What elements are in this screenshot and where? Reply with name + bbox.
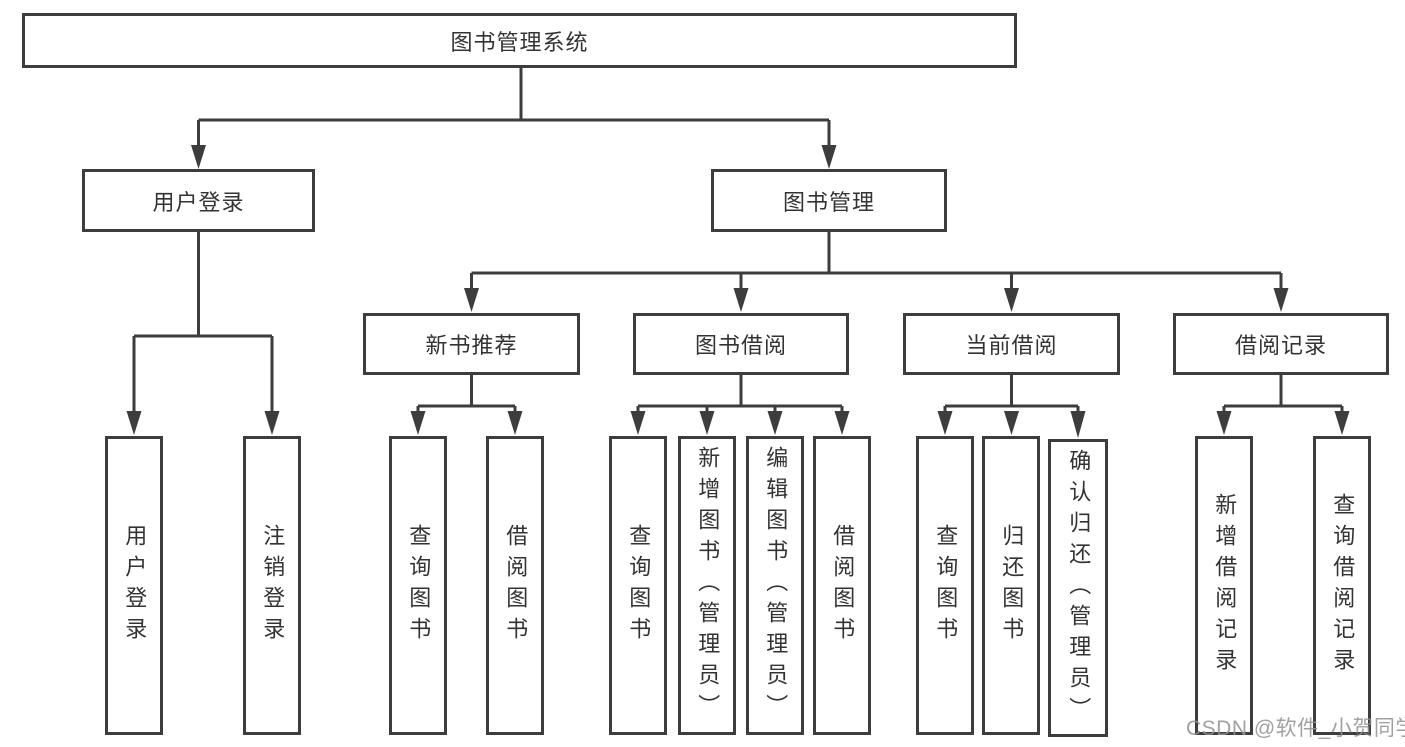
leaf-newbooks-borrow-books-label: 借阅图书 xyxy=(503,523,529,648)
node-current-borrowing: 当前借阅 xyxy=(903,313,1120,375)
leaf-logout-login-label: 注销登录 xyxy=(260,523,286,648)
node-current-borrowing-label: 当前借阅 xyxy=(965,333,1058,358)
node-library-system-label: 图书管理系统 xyxy=(450,29,589,55)
node-borrowing-records-label: 借阅记录 xyxy=(1234,333,1327,358)
csdn-watermark: CSDN @软件_小贺同学 xyxy=(1186,717,1405,740)
leaf-current-query-books-label: 查询图书 xyxy=(933,523,959,648)
node-borrowing-records: 借阅记录 xyxy=(1173,313,1389,375)
leaf-logout-login: 注销登录 xyxy=(243,436,301,735)
leaf-borrowing-query-books: 查询图书 xyxy=(609,436,667,735)
node-book-management: 图书管理 xyxy=(711,169,947,232)
leaf-records-query-borrow-record: 查询借阅记录 xyxy=(1313,436,1371,735)
node-book-management-label: 图书管理 xyxy=(782,189,875,215)
edge-user-login-to-children xyxy=(126,232,280,435)
leaf-current-return-books: 归还图书 xyxy=(982,436,1040,735)
leaf-user-login-label: 用户登录 xyxy=(122,523,148,648)
leaf-current-query-books: 查询图书 xyxy=(916,436,974,735)
leaf-borrowing-edit-books-admin-label: 编辑图书（管理员） xyxy=(763,446,789,725)
leaf-newbooks-query-books-label: 查询图书 xyxy=(406,523,432,648)
leaf-records-query-borrow-record-label: 查询借阅记录 xyxy=(1330,492,1356,679)
node-new-book-recommend: 新书推荐 xyxy=(363,313,580,375)
leaf-records-add-borrow-record-label: 新增借阅记录 xyxy=(1212,492,1238,679)
edge-book-mgmt-to-level3 xyxy=(464,232,1289,312)
edge-book-borrow-to-children xyxy=(630,375,850,435)
leaf-current-confirm-return-admin-label: 确认归还（管理员） xyxy=(1066,448,1092,728)
leaf-user-login: 用户登录 xyxy=(105,436,163,735)
leaf-newbooks-borrow-books: 借阅图书 xyxy=(486,436,544,735)
leaf-records-add-borrow-record: 新增借阅记录 xyxy=(1195,436,1253,735)
node-new-book-recommend-label: 新书推荐 xyxy=(425,333,518,358)
edge-new-books-to-children xyxy=(410,375,523,435)
node-user-login-label: 用户登录 xyxy=(152,189,245,215)
node-user-login: 用户登录 xyxy=(82,169,315,232)
leaf-borrowing-add-books-admin: 新增图书（管理员） xyxy=(678,436,736,735)
node-book-borrowing-label: 图书借阅 xyxy=(694,333,787,358)
leaf-current-return-books-label: 归还图书 xyxy=(999,523,1025,648)
leaf-borrowing-query-books-label: 查询图书 xyxy=(626,523,652,648)
leaf-borrowing-edit-books-admin: 编辑图书（管理员） xyxy=(746,436,804,735)
edge-borrow-records-to-children xyxy=(1216,375,1350,435)
leaf-borrowing-borrow-books: 借阅图书 xyxy=(813,436,871,735)
node-library-system: 图书管理系统 xyxy=(22,13,1017,68)
node-book-borrowing: 图书借阅 xyxy=(633,313,849,375)
leaf-borrowing-add-books-admin-label: 新增图书（管理员） xyxy=(695,446,721,725)
edge-current-borrow-to-children xyxy=(937,375,1086,438)
leaf-current-confirm-return-admin: 确认归还（管理员） xyxy=(1048,439,1108,737)
edge-root-to-level2 xyxy=(191,68,837,169)
leaf-borrowing-borrow-books-label: 借阅图书 xyxy=(830,523,856,648)
leaf-newbooks-query-books: 查询图书 xyxy=(389,436,447,735)
